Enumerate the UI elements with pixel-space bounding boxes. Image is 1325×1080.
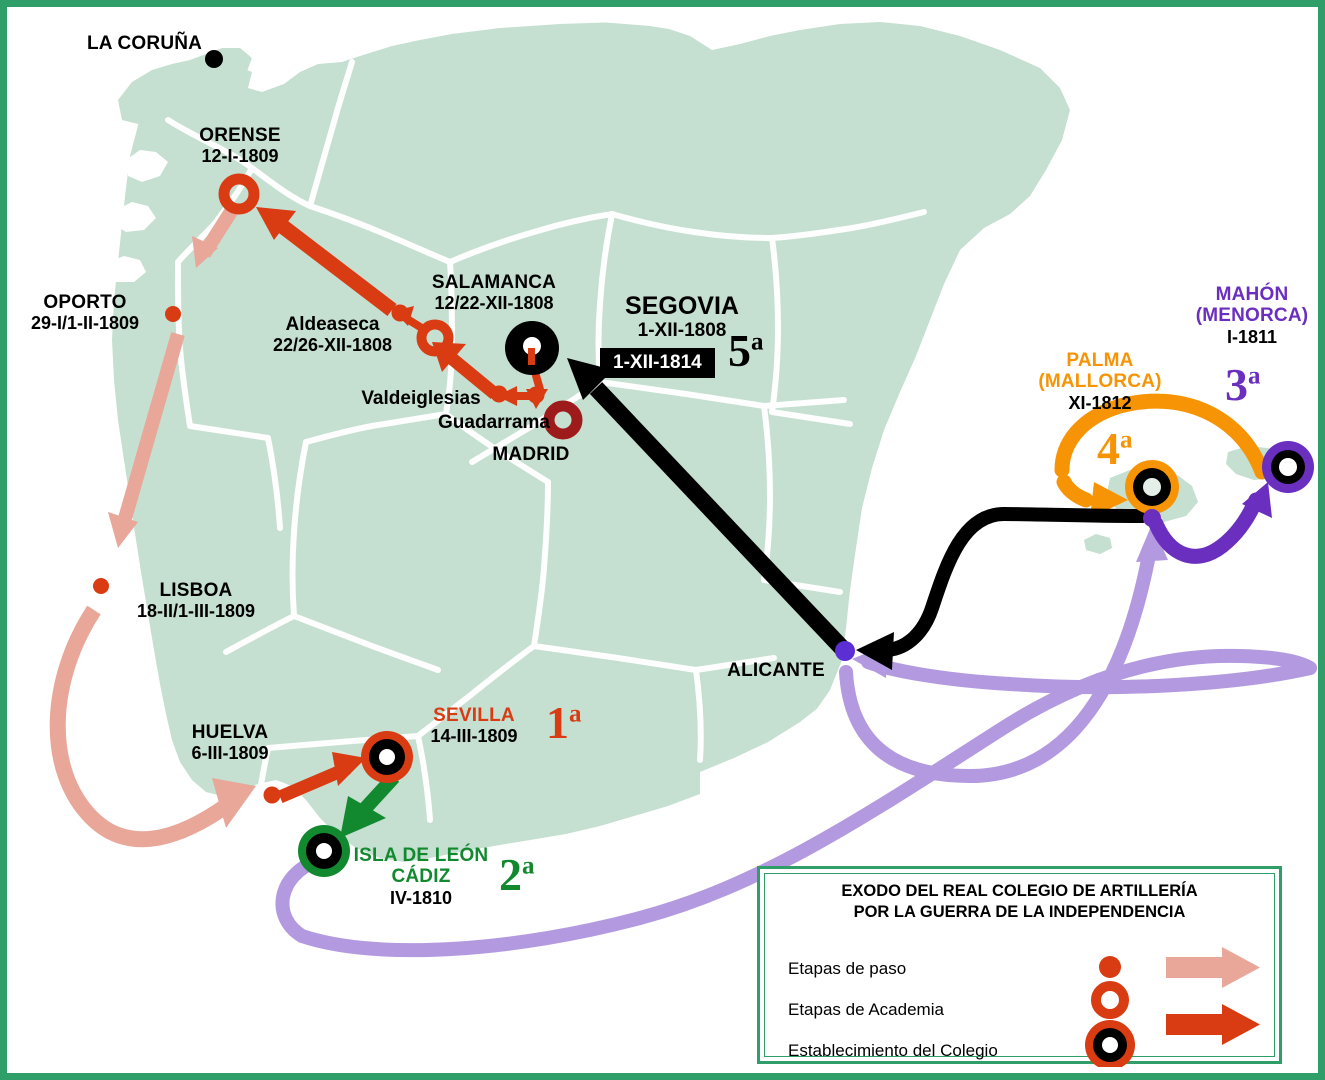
marker-orense xyxy=(218,173,260,215)
legend-row-paso: Etapas de paso xyxy=(788,959,907,978)
marker-mahon xyxy=(1262,441,1314,493)
province-borders xyxy=(165,59,927,831)
marker-madrid xyxy=(543,400,583,440)
legend-inner-border xyxy=(764,873,1275,1057)
label-madrid: MADRID xyxy=(492,444,570,465)
label-palma: PALMA (MALLORCA) XI-1812 xyxy=(1038,350,1162,413)
marker-aldeaseca xyxy=(391,304,409,322)
marker-alicante xyxy=(835,641,855,661)
legend-pale-arrow-icon xyxy=(1166,947,1260,988)
label-huelva: HUELVA 6-III-1809 xyxy=(191,722,269,764)
route-pale-pink xyxy=(49,206,256,848)
legend-row-academia: Etapas de Academia xyxy=(788,1000,944,1019)
legend-title: EXODO DEL REAL COLEGIO DE ARTILLERÍA POR… xyxy=(841,882,1198,921)
label-sevilla: SEVILLA 14-III-1809 xyxy=(430,705,518,747)
label-oporto: OPORTO 29-I/1-II-1809 xyxy=(30,292,140,334)
marker-guadarrama xyxy=(527,386,545,404)
label-valdeiglesias: Valdeiglesias xyxy=(361,388,481,409)
legend-solid-arrow-icon xyxy=(1166,1004,1260,1045)
marker-palma-port xyxy=(1143,509,1161,527)
marker-salamanca xyxy=(416,319,454,357)
route-huelva-sevilla xyxy=(277,752,366,803)
marker-valdeiglesias xyxy=(490,385,508,403)
marker-isla-de-leon xyxy=(298,825,350,877)
legend-row-colegio: Establecimiento del Colegio xyxy=(788,1041,998,1060)
label-la-coruna: LA CORUÑA xyxy=(87,33,203,54)
segovia-date-box: 1-XII-1814 xyxy=(600,348,715,379)
marker-sevilla xyxy=(361,731,413,783)
legend-paso-dot-icon xyxy=(1099,956,1121,978)
label-salamanca: SALAMANCA 12/22-XII-1808 xyxy=(431,272,557,314)
label-segovia: SEGOVIA 1-XII-1808 xyxy=(625,292,739,341)
label-lisboa: LISBOA 18-II/1-III-1809 xyxy=(136,580,256,622)
label-alicante: ALICANTE xyxy=(727,660,825,681)
stage-1-ordinal: 1a xyxy=(546,697,582,748)
markers xyxy=(93,50,1314,877)
marker-huelva xyxy=(263,786,281,804)
label-mahon: MAHÓN (MENORCA) I-1811 xyxy=(1195,284,1309,347)
legend-symbols xyxy=(1085,947,1260,1067)
label-guadarrama: Guadarrama xyxy=(438,412,550,433)
route-alicante-mahon xyxy=(839,482,1272,784)
legend-colegio-ring-icon xyxy=(1085,1020,1135,1067)
stage-3-ordinal: 3a xyxy=(1225,359,1261,410)
stage-5-ordinal: 5a xyxy=(728,325,764,376)
stage-4-ordinal: 4a xyxy=(1097,423,1133,474)
marker-segovia xyxy=(505,321,559,375)
marker-palma xyxy=(1125,460,1179,514)
marker-lisboa xyxy=(93,578,109,594)
marker-la-coruna xyxy=(205,50,223,68)
marker-oporto xyxy=(165,306,181,322)
label-aldeaseca: Aldeaseca 22/26-XII-1808 xyxy=(272,314,393,356)
label-orense: ORENSE 12-I-1809 xyxy=(199,125,281,167)
legend-panel: EXODO DEL REAL COLEGIO DE ARTILLERÍA POR… xyxy=(757,866,1282,1067)
stage-2-ordinal: 2a xyxy=(499,849,535,900)
label-isla-de-leon: ISLA DE LEÓN CÁDIZ IV-1810 xyxy=(353,845,489,908)
legend-academia-ring-icon xyxy=(1091,981,1129,1019)
